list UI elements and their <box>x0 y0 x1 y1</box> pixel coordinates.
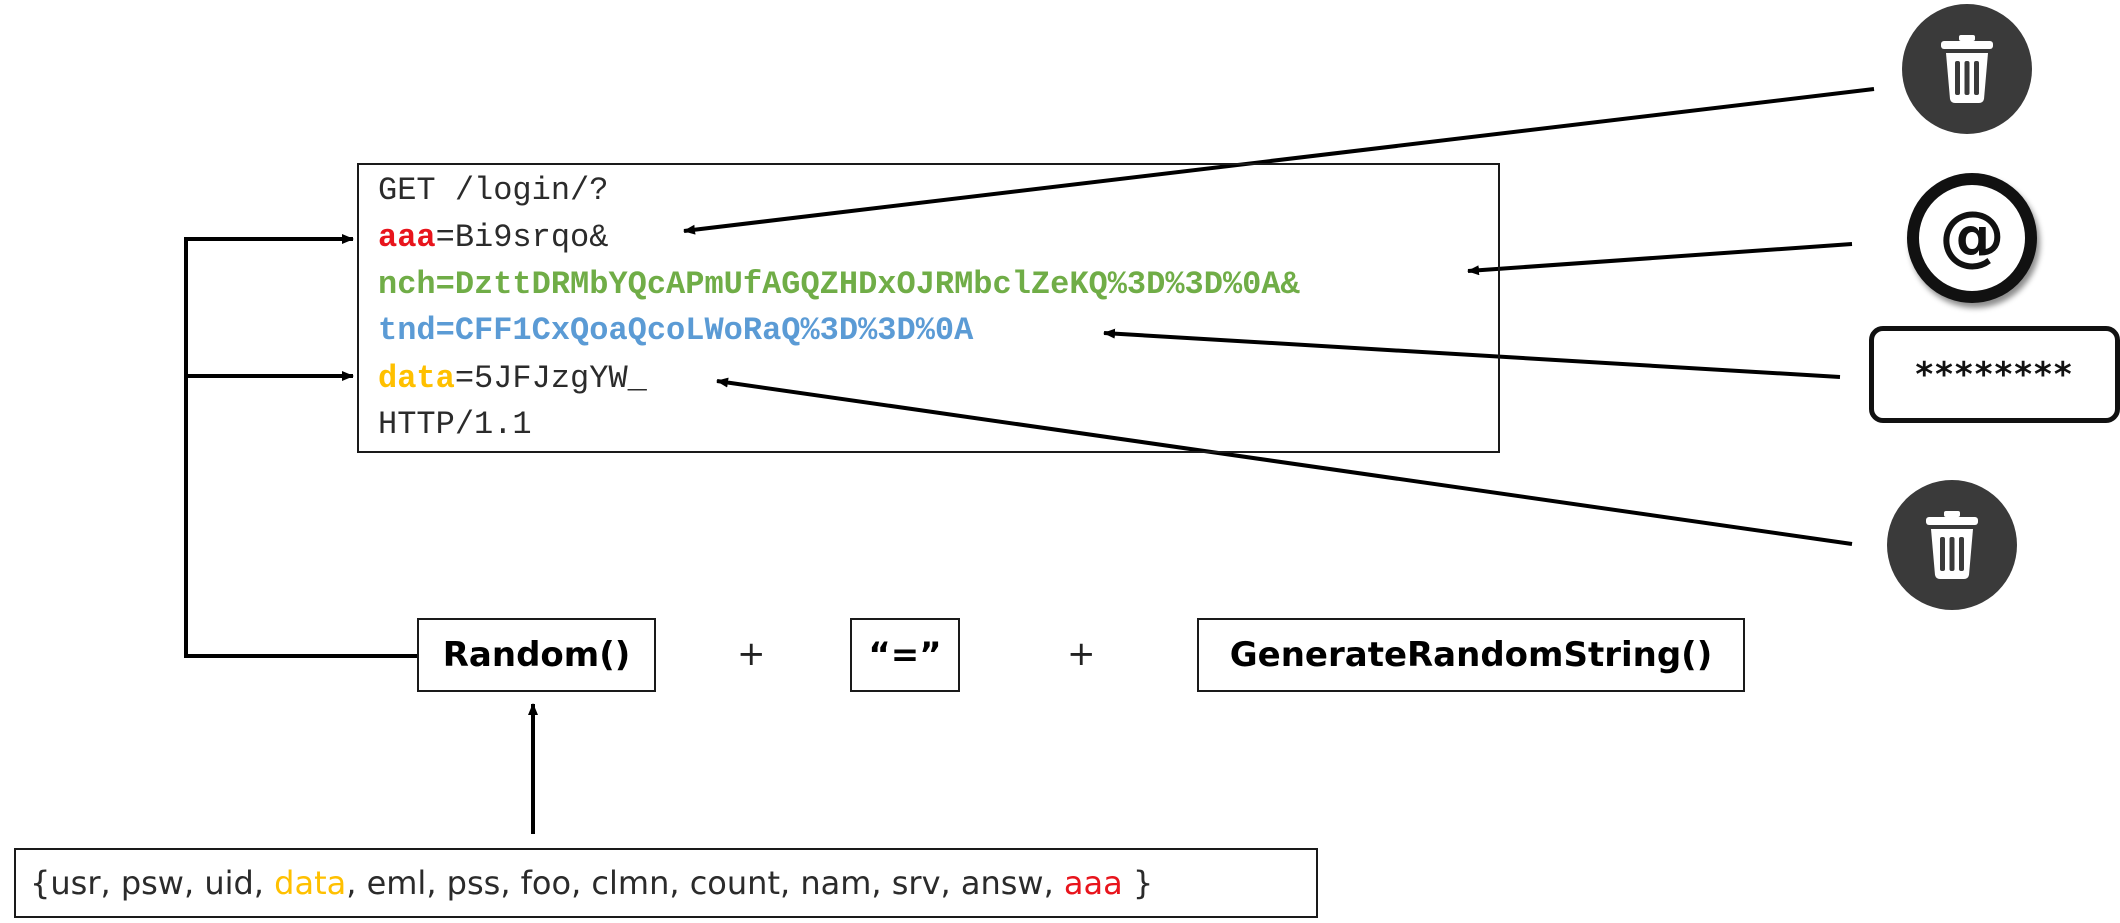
arrow-email-to-nch <box>1467 242 1853 276</box>
request-line-aaa: aaa=Bi9srqo& <box>378 220 608 256</box>
param-value-aaa: =Bi9srqo& <box>435 219 609 256</box>
arrow-trash-to-aaa <box>683 87 1875 235</box>
param-key-data: data <box>378 360 455 397</box>
param-value-data: =5JFJzgYW_ <box>454 360 647 397</box>
bracket-line <box>184 234 417 658</box>
equals-box: “=” <box>850 618 960 692</box>
request-line-nch: nch=DzttDRMbYQcAPmUfAGQZHDxOJRMbclZeKQ%3… <box>378 266 1300 303</box>
request-line-protocol: HTTP/1.1 <box>378 406 532 443</box>
http-request-box: GET /login/? aaa=Bi9srqo& nch=DzttDRMbYQ… <box>357 163 1500 453</box>
parameter-names-list: {usr, psw, uid, data, eml, pss, foo, clm… <box>14 848 1318 918</box>
trash-icon <box>1887 480 2017 610</box>
names-aaa: aaa <box>1063 864 1123 902</box>
password-mask: ******** <box>1869 326 2120 423</box>
trash-icon <box>1902 4 2032 134</box>
param-key-aaa: aaa <box>378 219 436 256</box>
request-line-data: data=5JFJzgYW_ <box>378 361 647 397</box>
arrow-trash-to-data <box>716 377 1853 546</box>
names-data: data <box>274 864 347 902</box>
names-mid: , eml, pss, foo, clmn, count, nam, srv, … <box>346 864 1064 902</box>
plus-sign-2: + <box>1067 634 1096 674</box>
random-box: Random() <box>417 618 656 692</box>
generate-random-string-box: GenerateRandomString() <box>1197 618 1745 692</box>
at-sign-icon: @ <box>1907 173 2037 303</box>
names-close: } <box>1122 864 1154 902</box>
arrow-password-to-tnd <box>1103 328 1841 379</box>
request-line-method: GET /login/? <box>378 172 609 209</box>
request-line-tnd: tnd=CFF1CxQoaQcoLWoRaQ%3D%3D%0A <box>378 312 974 349</box>
plus-sign-1: + <box>737 634 766 674</box>
names-open: {usr, psw, uid, <box>30 864 275 902</box>
